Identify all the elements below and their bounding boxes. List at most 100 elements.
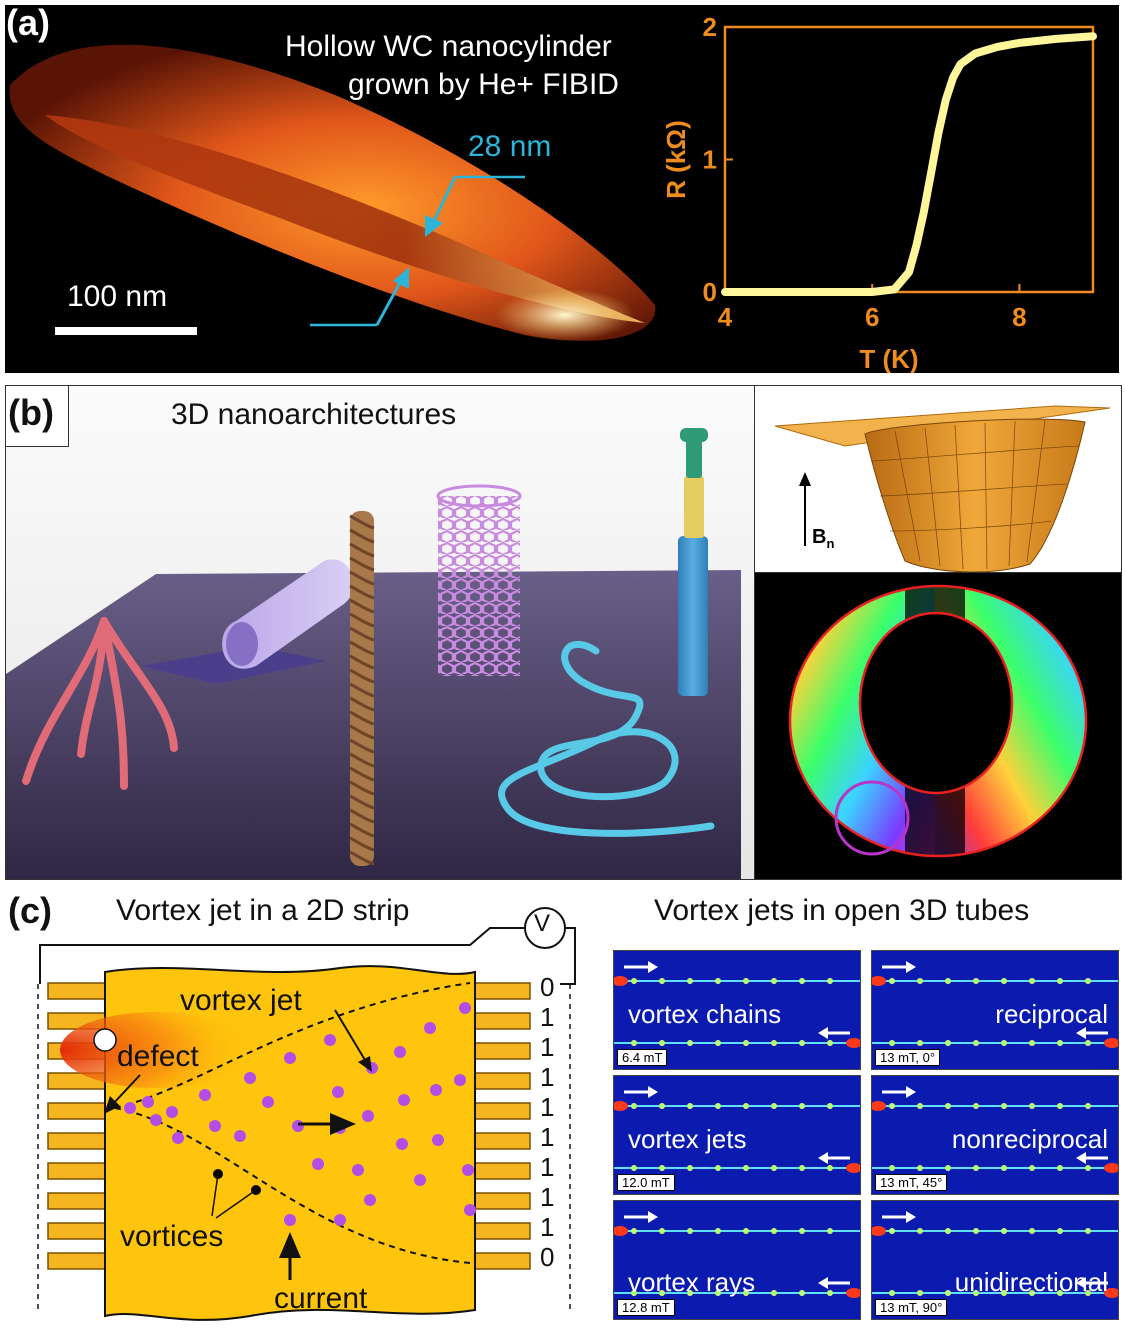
- vortex-core: [945, 1103, 951, 1109]
- vortex-core: [687, 1290, 693, 1296]
- vortex-core: [1001, 1228, 1007, 1234]
- arrow-left-head: [1076, 1277, 1086, 1289]
- x-tick-label: 6: [865, 302, 879, 332]
- vortex-core: [889, 978, 895, 984]
- helix-twist: [349, 766, 375, 782]
- sim-title: nonreciprocal: [951, 1124, 1108, 1154]
- vortex-core: [715, 1040, 721, 1046]
- vortex-core: [715, 1103, 721, 1109]
- vortex-core: [1085, 1165, 1091, 1171]
- vortex-core: [799, 978, 805, 984]
- vortex-core: [1029, 1165, 1035, 1171]
- arrow-left-head: [1076, 1027, 1086, 1039]
- vortex-core: [1085, 1228, 1091, 1234]
- vortex-core: [715, 1290, 721, 1296]
- nanocylinder-image: [9, 44, 656, 341]
- helix-twist: [349, 682, 375, 698]
- vortex-jet-label: vortex jet: [180, 984, 302, 1017]
- vortex-dot: [459, 1002, 471, 1014]
- y-tick-label: 0: [703, 277, 717, 307]
- vortex-core: [743, 1290, 749, 1296]
- vortex-core: [659, 1290, 665, 1296]
- vortex-dot: [396, 1138, 408, 1150]
- vortex-core: [659, 978, 665, 984]
- vortex-core: [917, 1040, 923, 1046]
- contact-right: [474, 1192, 531, 1210]
- phase-ring: [785, 583, 1095, 873]
- field-label-sub: n: [826, 536, 835, 551]
- contact-left: [47, 1102, 106, 1120]
- helix-twist: [349, 808, 375, 824]
- helix-twist: [349, 556, 375, 572]
- contact-right: [474, 1042, 531, 1060]
- vortex-core: [743, 978, 749, 984]
- helix-twist: [349, 752, 375, 768]
- vortex-dot: [352, 1164, 364, 1176]
- vortex-core: [917, 1228, 923, 1234]
- vortex-core: [973, 978, 979, 984]
- vortex-core: [1001, 1290, 1007, 1296]
- helix-twist: [349, 794, 375, 810]
- contact-value: 0: [540, 1242, 555, 1272]
- vortex-core: [1057, 1103, 1063, 1109]
- vortex-core: [945, 978, 951, 984]
- vortex-dot: [364, 1194, 376, 1206]
- vortex-core: [1001, 978, 1007, 984]
- vortex-core: [1057, 1040, 1063, 1046]
- vortex-core: [687, 1040, 693, 1046]
- vortex-dot: [334, 1214, 346, 1226]
- vortex-dot: [209, 1120, 221, 1132]
- vortex-core: [889, 1103, 895, 1109]
- vortex-core: [1029, 978, 1035, 984]
- defect-hotspot: [614, 1226, 628, 1236]
- contact-right: [474, 1012, 531, 1030]
- vortex-core: [973, 1165, 979, 1171]
- contact-value: 1: [540, 1182, 555, 1212]
- vortex-core: [799, 1165, 805, 1171]
- defect-hotspot: [1104, 1038, 1118, 1048]
- vortex-core: [1057, 978, 1063, 984]
- contact-right: [474, 1132, 531, 1150]
- helix-twist: [349, 570, 375, 586]
- arrow-right-head: [906, 961, 916, 973]
- vortex-core: [1085, 1040, 1091, 1046]
- arrow-right-head: [906, 1086, 916, 1098]
- vortex-core: [889, 1165, 895, 1171]
- nanoarchitectures-render: [6, 428, 741, 879]
- vortex-core: [631, 1040, 637, 1046]
- vortex-dot: [262, 1096, 274, 1108]
- arrow-left-head: [818, 1027, 828, 1039]
- panel-b-label-box: [6, 386, 69, 447]
- helix-twist: [349, 738, 375, 754]
- defect-hotspot: [614, 1101, 628, 1111]
- contact-value: 1: [540, 1002, 555, 1032]
- vortex-core: [889, 1040, 895, 1046]
- contact-value: 1: [540, 1122, 555, 1152]
- sim-field-label: 13 mT, 0°: [875, 1049, 941, 1066]
- vortex-core: [827, 1290, 833, 1296]
- vortex-core: [771, 1103, 777, 1109]
- defect-hotspot: [1104, 1288, 1118, 1298]
- contact-value: 0: [540, 972, 555, 1002]
- vortex-core: [1029, 1103, 1035, 1109]
- vortex-core: [973, 1040, 979, 1046]
- vortex-core: [771, 1165, 777, 1171]
- vortex-core: [631, 1165, 637, 1171]
- vortex-core: [631, 1103, 637, 1109]
- vortex-core: [715, 978, 721, 984]
- thickness-label: 28 nm: [468, 130, 552, 163]
- contact-left: [47, 982, 106, 1000]
- scalebar-label: 100 nm: [67, 280, 168, 313]
- helix-twist: [349, 640, 375, 656]
- vortex-core: [659, 1103, 665, 1109]
- vortex-core: [715, 1228, 721, 1234]
- contact-value: 1: [540, 1152, 555, 1182]
- vortex-core: [945, 1290, 951, 1296]
- vortex-core: [631, 1228, 637, 1234]
- contact-left: [47, 1252, 106, 1270]
- plot-frame: [723, 25, 1095, 294]
